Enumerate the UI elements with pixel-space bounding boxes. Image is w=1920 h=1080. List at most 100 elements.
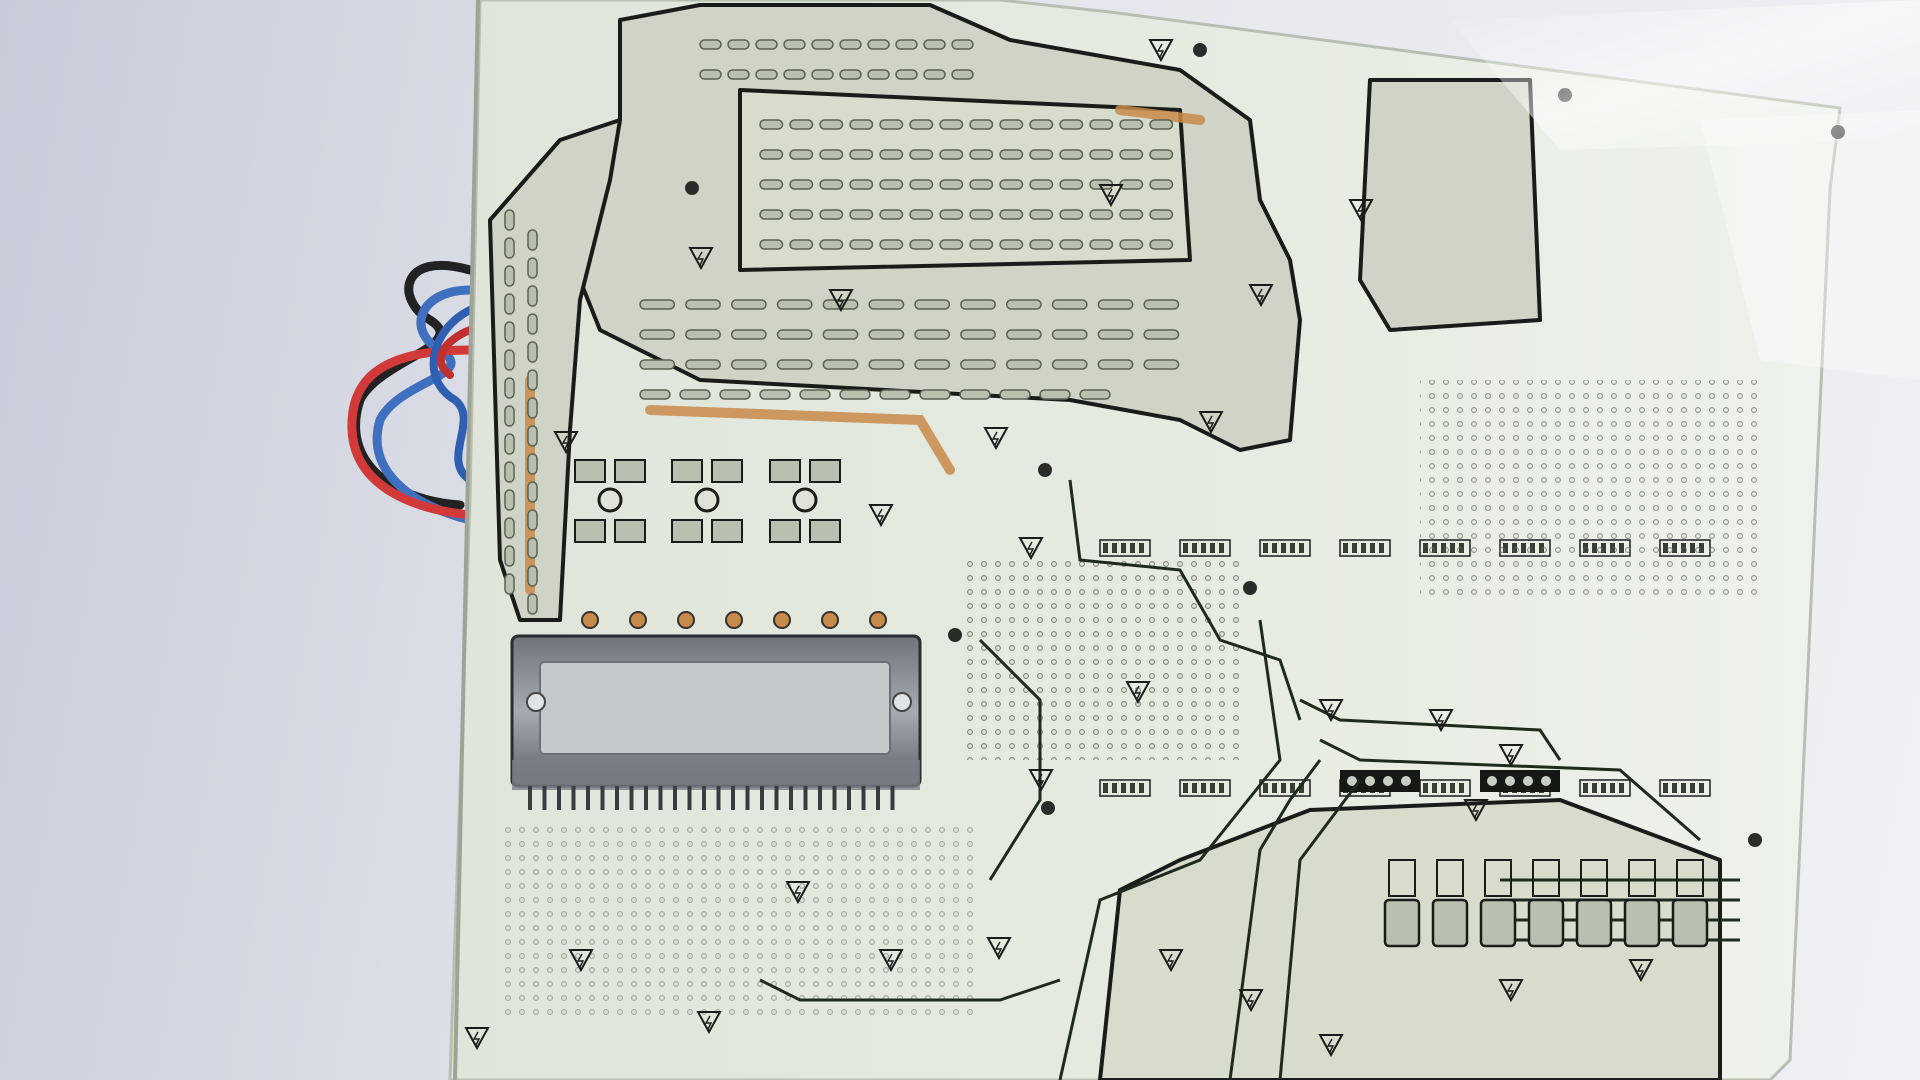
square-pad	[809, 459, 841, 483]
solder-slot	[919, 389, 951, 400]
ic-pin	[1121, 543, 1126, 553]
solder-slot	[504, 265, 515, 287]
ic-footprint	[1179, 779, 1231, 797]
solder-slot	[969, 179, 994, 190]
solder-slot	[960, 299, 996, 310]
lightning-bolt	[1246, 993, 1255, 1008]
ic-pin	[1423, 783, 1428, 793]
solder-slot	[868, 299, 905, 310]
solder-slot	[939, 179, 964, 190]
module-top-lead	[725, 611, 743, 629]
solder-slot	[504, 433, 515, 455]
transistor-tab	[1383, 898, 1421, 948]
solder-slot	[639, 329, 676, 340]
ic-pin	[1361, 543, 1366, 553]
solder-slot	[759, 179, 784, 190]
square-pad	[809, 519, 841, 543]
solder-slot	[730, 359, 767, 370]
ic-footprint	[1099, 779, 1151, 797]
ic-pin	[1201, 543, 1206, 553]
pin	[1401, 776, 1411, 786]
high-voltage-warning-icon	[1028, 769, 1054, 793]
high-voltage-warning-icon	[1248, 284, 1274, 308]
solder-slot	[719, 389, 751, 400]
wire-bundle	[347, 260, 475, 525]
module-top-lead	[581, 611, 599, 629]
signal-traces	[759, 479, 1740, 1080]
solder-slot	[1029, 179, 1054, 190]
solder-slot	[727, 69, 750, 80]
high-voltage-warning-icon	[1158, 949, 1184, 973]
ic-pin	[1192, 783, 1197, 793]
solder-slot	[504, 293, 515, 315]
ic-pin	[1352, 543, 1357, 553]
solder-slot	[679, 389, 711, 400]
solder-slot	[685, 329, 721, 340]
solder-slot	[527, 593, 538, 615]
lightning-bolt	[1166, 953, 1175, 968]
ic-pin	[1592, 783, 1597, 793]
high-voltage-warning-icon	[1318, 699, 1344, 723]
solder-slot	[755, 39, 778, 50]
solder-slot	[951, 39, 974, 50]
ic-footprint	[1579, 779, 1631, 797]
solder-slot	[939, 119, 964, 130]
solder-slot	[959, 389, 991, 400]
mounting-hole-icon	[1193, 43, 1207, 57]
solder-slot	[527, 537, 538, 559]
solder-slot	[639, 389, 671, 400]
ic-pin	[1272, 543, 1277, 553]
ic-pin	[1610, 783, 1615, 793]
ic-pin	[1459, 783, 1464, 793]
high-voltage-warning-icon	[1018, 537, 1044, 561]
ic-pin	[1672, 783, 1677, 793]
solder-slot	[504, 237, 515, 259]
ic-footprint	[1259, 779, 1311, 797]
lightning-bolt	[1356, 203, 1365, 218]
ic-footprint	[1179, 539, 1231, 557]
transistor-tab	[1671, 898, 1709, 948]
solder-slot	[755, 69, 778, 80]
solder-slot	[999, 149, 1024, 160]
solder-slot	[1089, 209, 1114, 220]
transistor-tab	[1431, 898, 1469, 948]
solder-slot	[504, 405, 515, 427]
solder-slot	[1029, 239, 1054, 250]
ic-pin	[1201, 783, 1206, 793]
ic-pin	[1663, 783, 1668, 793]
solder-slot	[527, 425, 538, 447]
solder-slot	[867, 39, 890, 50]
ic-pin	[1690, 783, 1695, 793]
ic-pin	[1263, 543, 1268, 553]
solder-slot	[685, 359, 721, 370]
solder-slot	[849, 149, 874, 160]
pin	[1365, 776, 1375, 786]
solder-slot	[789, 209, 814, 220]
lightning-bolt	[1156, 43, 1165, 58]
lightning-bolt	[1106, 188, 1115, 203]
module-top-lead	[869, 611, 887, 629]
square-pad	[769, 459, 801, 483]
lightning-bolt	[1206, 415, 1215, 430]
solder-slot	[1059, 209, 1084, 220]
ic-pin	[1290, 543, 1295, 553]
solder-slot	[1059, 239, 1084, 250]
solder-slot	[819, 149, 844, 160]
solder-slot	[1039, 389, 1071, 400]
module-top-lead	[677, 611, 695, 629]
ic-pin	[1450, 783, 1455, 793]
high-voltage-warning-icon	[868, 504, 894, 528]
solder-slot	[1051, 359, 1088, 370]
mounting-hole-icon	[948, 628, 962, 642]
square-pad	[574, 519, 606, 543]
high-voltage-warning-icon	[1348, 199, 1374, 223]
solder-slot	[839, 39, 862, 50]
high-voltage-warning-icon	[983, 427, 1009, 451]
solder-slot	[527, 285, 538, 307]
high-voltage-warning-icon	[1098, 184, 1124, 208]
high-voltage-warning-icon	[1498, 744, 1524, 768]
solder-slot	[1051, 299, 1088, 310]
square-pad	[614, 459, 646, 483]
light-glare	[1700, 110, 1920, 380]
